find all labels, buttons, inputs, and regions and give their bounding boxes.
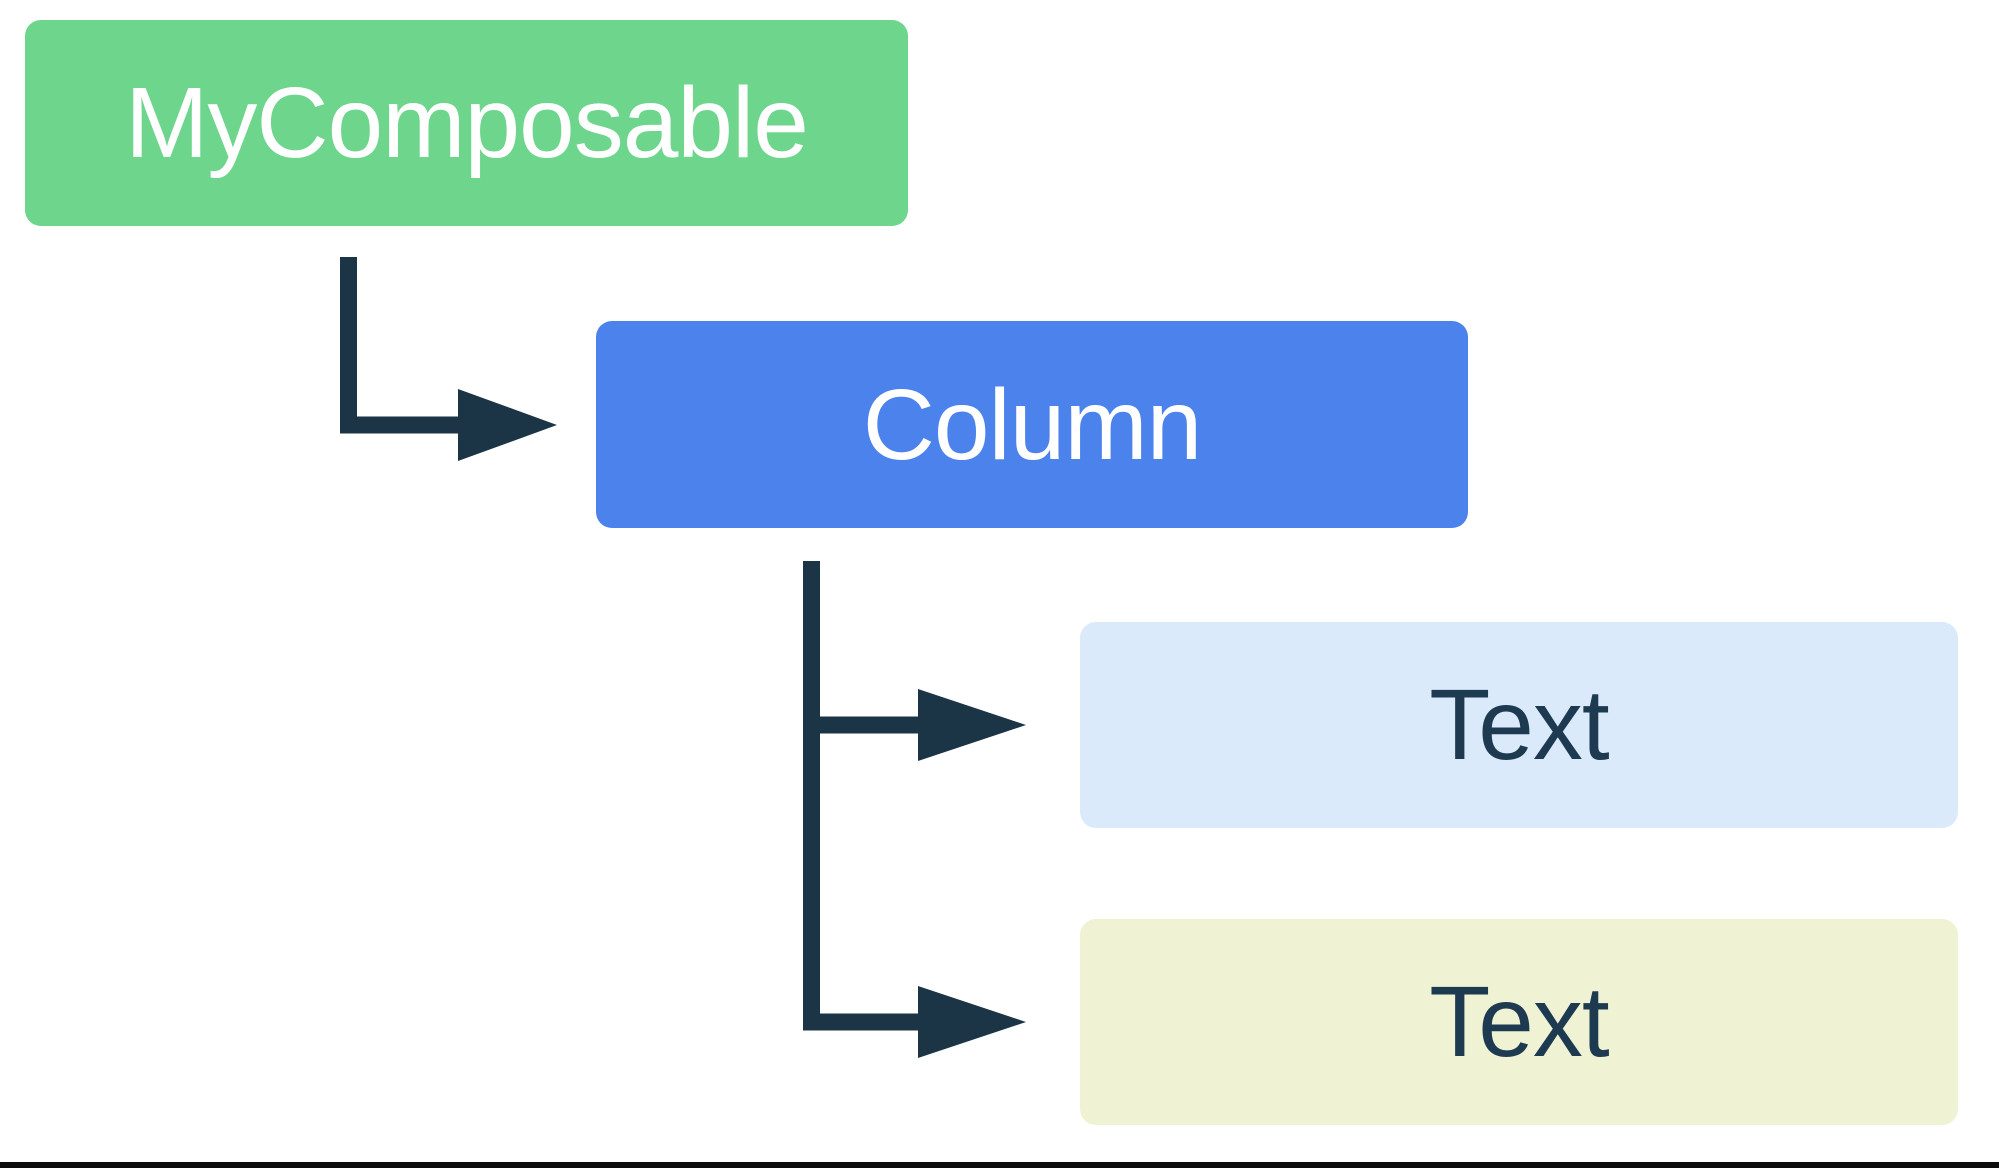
arrow-column-to-text-1 — [803, 561, 1026, 1031]
node-text-1-label: Text — [1429, 669, 1609, 781]
arrow-mycomposable-to-column — [340, 257, 557, 461]
arrowhead-icon — [918, 689, 1026, 761]
bottom-border-line — [0, 1162, 1999, 1168]
node-mycomposable: MyComposable — [25, 20, 908, 226]
node-text-1: Text — [1080, 622, 1958, 828]
arrow-column-to-text-2 — [918, 986, 1026, 1058]
arrowhead-icon — [458, 389, 557, 461]
node-mycomposable-label: MyComposable — [125, 67, 809, 179]
arrowhead-icon — [918, 986, 1026, 1058]
node-column: Column — [596, 321, 1468, 528]
node-column-label: Column — [862, 368, 1203, 481]
node-text-2: Text — [1080, 919, 1958, 1125]
node-text-2-label: Text — [1429, 966, 1609, 1078]
